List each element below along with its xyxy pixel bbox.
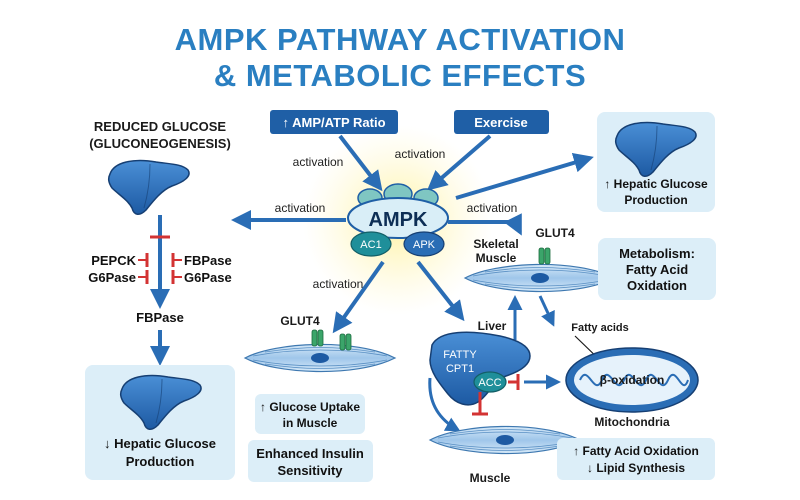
pepck-label: PEPCK — [91, 253, 136, 268]
amp-atp-badge: ↑ AMP/ATP Ratio — [270, 110, 398, 134]
activation-label-5: activation — [313, 277, 364, 291]
arrow-ampk-to-bottom-liver — [416, 260, 465, 322]
mitochondria-label: Mitochondria — [594, 415, 670, 429]
liver-icon-4 — [429, 331, 531, 406]
ampk-complex: AMPK AC1 APK — [347, 183, 449, 257]
exercise-badge: Exercise — [454, 110, 549, 134]
arrow-ampk-to-center-muscle — [332, 260, 385, 334]
insulin-line-1: Enhanced Insulin — [256, 446, 364, 461]
metab-line-3: Oxidation — [627, 278, 687, 293]
fatty-acids-label: Fatty acids — [571, 322, 628, 334]
liver-icon — [107, 159, 190, 216]
left-heading-2: (GLUCONEOGENESIS) — [89, 136, 231, 151]
muscle-fiber-icon-2 — [244, 343, 396, 373]
cpt1-label: CPT1 — [446, 363, 474, 375]
mitochondria-icon — [565, 347, 699, 413]
activation-label-2: activation — [395, 147, 446, 161]
insulin-line-2: Sensitivity — [277, 463, 343, 478]
left-result-1: ↓ Hepatic Glucose — [104, 436, 216, 451]
g6pase-left-label: G6Pase — [88, 270, 136, 285]
activation-label-1: activation — [293, 155, 344, 169]
metabolism-panel — [598, 238, 716, 300]
left-result-2: Production — [126, 454, 195, 469]
arrow-skeletal-to-fatty — [538, 295, 555, 327]
muscle-fiber-icon — [464, 263, 616, 293]
g6pase-right-label: G6Pase — [184, 270, 232, 285]
fbpase-right-label: FBPase — [184, 253, 232, 268]
ampk-sub-apk: APK — [413, 239, 436, 251]
left-heading-1: REDUCED GLUCOSE — [94, 119, 227, 134]
skeletal-label-1: Skeletal — [473, 237, 518, 251]
exercise-label: Exercise — [474, 115, 528, 130]
fatty-label: FATTY — [443, 349, 477, 361]
arrow-ampk-to-skeletal — [448, 213, 522, 236]
skeletal-label-2: Muscle — [476, 251, 517, 265]
top-right-line-2: Production — [624, 193, 687, 207]
activation-label-4: activation — [467, 201, 518, 215]
glut4-center-label: GLUT4 — [280, 314, 320, 328]
beta-oxidation-label: β-oxidation — [600, 373, 665, 387]
uptake-line-2: in Muscle — [283, 416, 338, 430]
glut4-right-label: GLUT4 — [535, 226, 575, 240]
amp-atp-label: ↑ AMP/ATP Ratio — [282, 115, 385, 130]
ampk-sub-ac1: AC1 — [360, 239, 381, 251]
title-line-1: AMPK PATHWAY ACTIVATION — [174, 22, 626, 57]
mito-result-panel — [557, 438, 715, 480]
uptake-panel — [255, 394, 365, 434]
activation-label-3: activation — [275, 201, 326, 215]
glut4-transporter-icon-2 — [311, 329, 324, 347]
mito-result-2: ↓ Lipid Synthesis — [587, 461, 685, 475]
fbpase-bottom-label: FBPase — [136, 310, 184, 325]
metab-line-2: Fatty Acid — [626, 262, 688, 277]
mito-result-1: ↑ Fatty Acid Oxidation — [573, 444, 699, 458]
acc-blob — [473, 371, 507, 393]
metab-line-1: Metabolism: — [619, 246, 695, 261]
top-right-line-1: ↑ Hepatic Glucose — [604, 177, 708, 191]
insulin-panel — [248, 440, 373, 482]
arrow-exercise-to-ampk — [426, 134, 492, 191]
uptake-line-1: ↑ Glucose Uptake — [260, 400, 360, 414]
muscle-bottom-label: Muscle — [470, 471, 511, 485]
arrow-liver-to-muscle — [428, 377, 461, 432]
arrow-amp-to-ampk — [338, 134, 383, 192]
arrow-ampk-to-top-right — [455, 152, 594, 200]
acc-label: ACC — [478, 377, 501, 389]
title-line-2: & METABOLIC EFFECTS — [213, 58, 587, 93]
liver-bottom-label: Liver — [478, 319, 507, 333]
ampk-label: AMPK — [369, 209, 428, 231]
glut4-transporter-icon — [538, 247, 551, 265]
